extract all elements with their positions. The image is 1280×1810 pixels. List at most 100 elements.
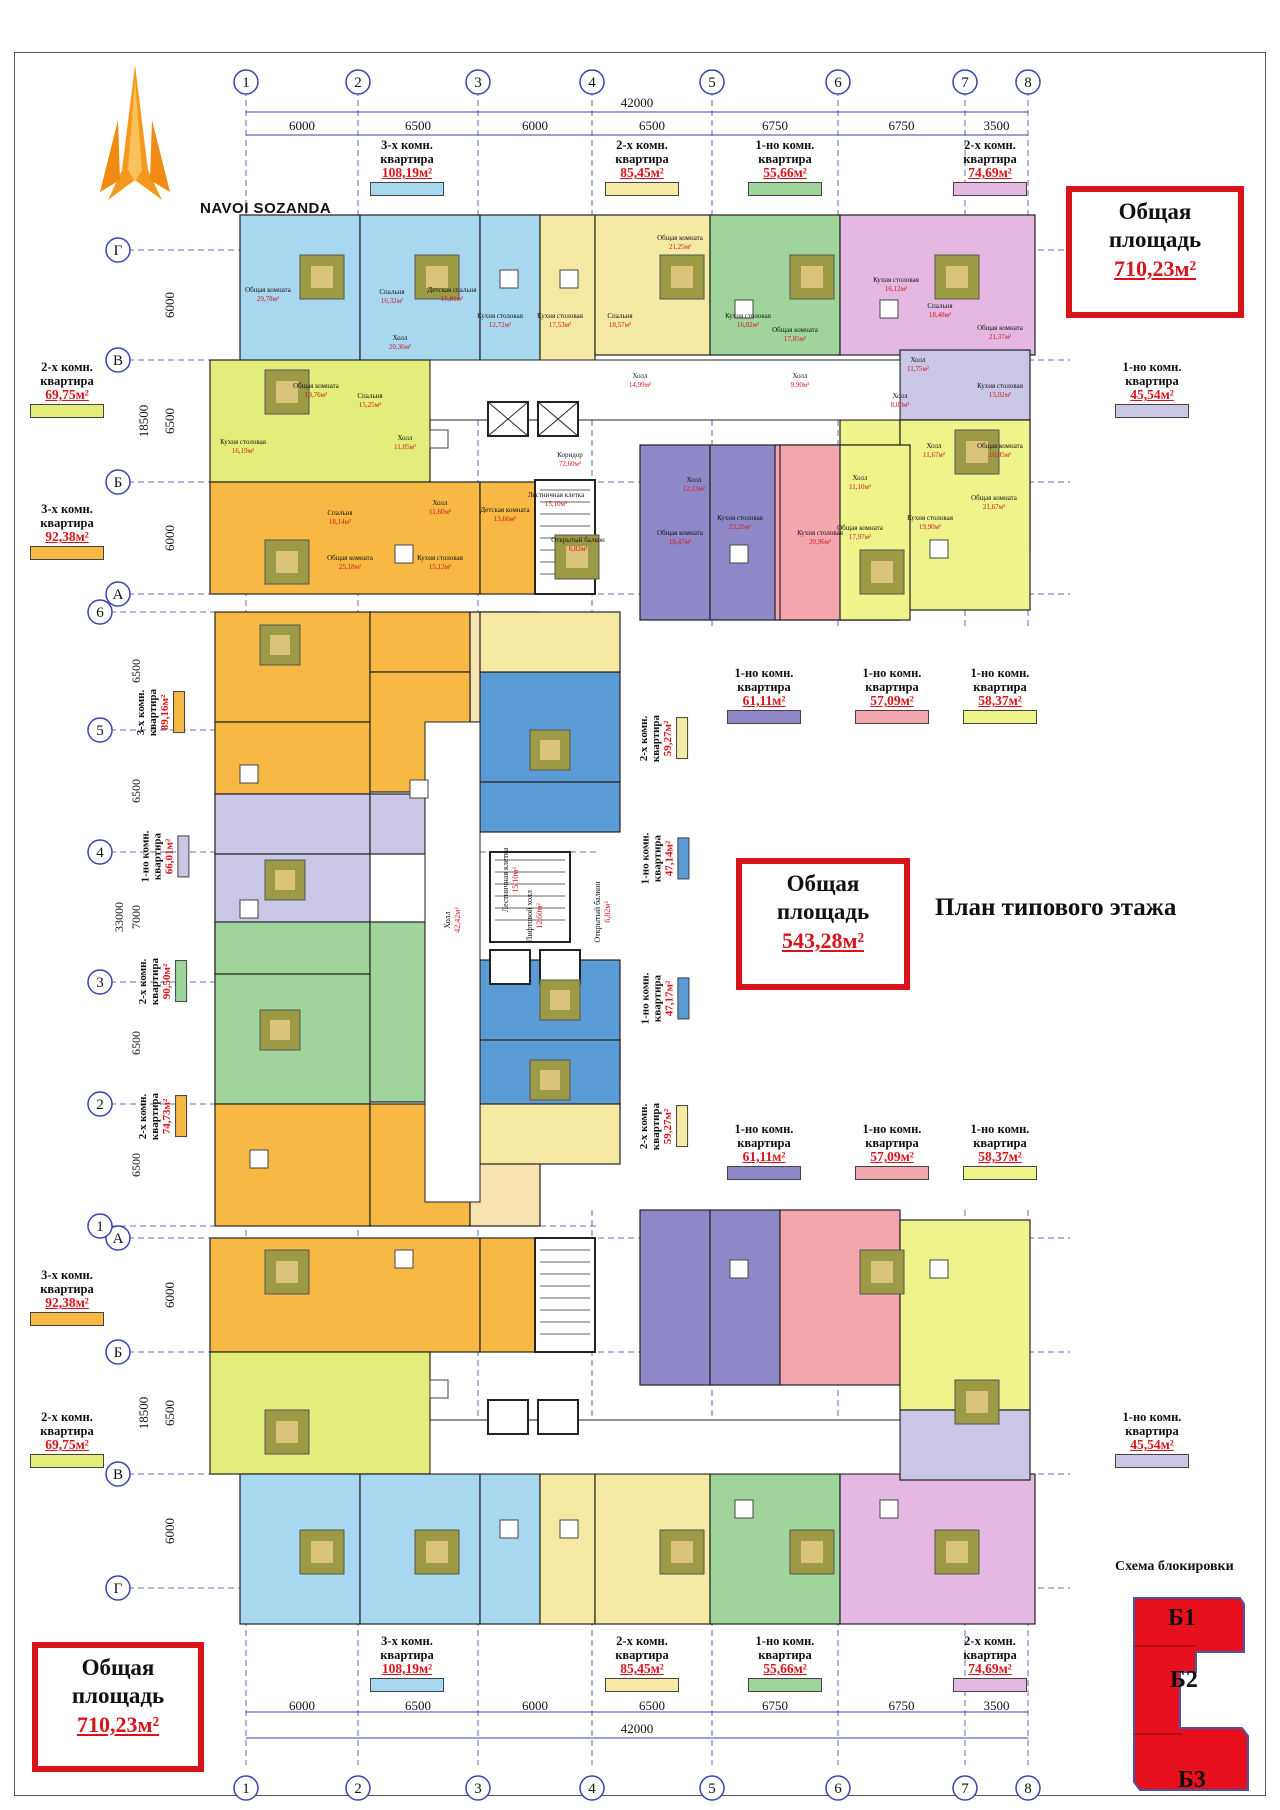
room-name: Общая комната xyxy=(657,529,704,537)
axis-bubble xyxy=(825,1775,851,1801)
apartment-color-swatch xyxy=(1115,404,1189,418)
total-label-line1: Общая xyxy=(1118,199,1192,224)
room-name: Общая комната xyxy=(245,286,292,294)
apartment-kind: квартира xyxy=(615,1648,669,1662)
apartment-type: 3-х комн. xyxy=(41,1268,93,1282)
table-icon xyxy=(394,544,414,564)
room-name: Открытый балкон xyxy=(551,536,605,544)
apartment-kind: квартира xyxy=(651,974,664,1023)
axis-bubble xyxy=(465,1775,491,1801)
apartment-area: 74,69м² xyxy=(968,165,1012,180)
total-area-top: Общая площадь 710,23м² xyxy=(1066,186,1244,318)
apartment-kind: квартира xyxy=(650,1102,663,1151)
apartment-kind: квартира xyxy=(151,832,164,881)
apartment-area: 74,73м² xyxy=(161,1098,174,1135)
room-name: Холл xyxy=(432,499,448,507)
room-name: Общая комната xyxy=(293,382,340,390)
room xyxy=(479,1237,536,1353)
room-name: Холл xyxy=(397,434,413,442)
apartment-area: 57,09м² xyxy=(870,693,914,708)
apartment-color-swatch xyxy=(748,1678,822,1692)
apartment-type: 1-но комн. xyxy=(970,666,1030,680)
room xyxy=(479,214,541,366)
blocking-scheme xyxy=(1133,1597,1249,1791)
room xyxy=(214,793,371,855)
apartment-area: 59,27м² xyxy=(662,1108,675,1145)
room xyxy=(639,1209,711,1386)
furniture-icon xyxy=(871,561,893,583)
axis-bubble-label: 7 xyxy=(961,1781,969,1797)
table-icon xyxy=(559,1519,579,1539)
table-icon xyxy=(249,1149,269,1169)
room-name: Спальня xyxy=(327,509,353,517)
apartment-area: 69,75м² xyxy=(45,387,89,402)
furniture-icon xyxy=(276,1261,298,1283)
room-name: Холл xyxy=(852,474,868,482)
axis-bubble-label: А xyxy=(113,587,124,603)
room-area: 21,25м² xyxy=(669,243,691,251)
room xyxy=(709,1209,781,1386)
apartment-type: 1-но комн. xyxy=(734,1122,794,1136)
axis-bubble xyxy=(952,1775,978,1801)
room xyxy=(539,214,596,366)
axis-bubble-label: 2 xyxy=(96,1097,104,1113)
room-area: 19,76м² xyxy=(305,391,327,399)
room xyxy=(539,1473,596,1625)
dimension-span: 6000 xyxy=(522,1698,548,1713)
room-area: 11,85м² xyxy=(394,443,416,451)
apartment-area: 90,50м² xyxy=(161,963,174,1000)
apartment-area: 108,19м² xyxy=(381,1661,433,1676)
lift xyxy=(489,949,531,985)
table-icon xyxy=(429,1379,449,1399)
dimension-span: 6000 xyxy=(162,292,177,318)
apartment-kind: квартира xyxy=(380,152,434,166)
furniture-icon xyxy=(859,549,905,595)
table-icon xyxy=(559,269,579,289)
apartment-kind: квартира xyxy=(149,1092,162,1141)
drawing-frame xyxy=(14,52,1266,1796)
apartment-kind: квартира xyxy=(40,1282,94,1296)
room-area: 42,42м² xyxy=(453,907,462,933)
lift xyxy=(487,401,529,437)
room-name: Кухня столовая xyxy=(477,312,524,320)
dimension-span: 6750 xyxy=(889,1698,915,1713)
apartment-area: 66,01м² xyxy=(163,838,176,875)
axis-bubble-label: 6 xyxy=(834,1781,842,1797)
room-area: 6,82м² xyxy=(603,901,612,923)
lift xyxy=(487,1399,529,1435)
axis-bubble-label: 7 xyxy=(961,75,969,91)
table-icon xyxy=(239,899,259,919)
furniture-icon xyxy=(426,266,448,288)
room-name: Детская комната xyxy=(480,506,530,514)
brand-name: NAVOI SOZANDA xyxy=(200,200,332,217)
axis-bubble xyxy=(87,599,113,625)
dimension-span: 6750 xyxy=(762,118,788,133)
furniture-icon xyxy=(550,990,570,1010)
room-area: 15,10м² xyxy=(545,500,567,508)
axis-bubble-label: Г xyxy=(114,243,123,259)
dimension-total: 18500 xyxy=(136,405,151,438)
axis-bubble xyxy=(105,237,131,263)
table-icon xyxy=(394,1249,414,1269)
logo-icon xyxy=(100,65,170,200)
room xyxy=(899,1219,1031,1411)
room-name: Общая комната xyxy=(657,234,704,242)
apartment-kind: квартира xyxy=(1125,1424,1179,1438)
axis-bubble xyxy=(105,1461,131,1487)
room-area: 21,37м² xyxy=(989,333,1011,341)
room-area: 9,90м² xyxy=(791,381,810,389)
apartment-type: 2-х комн. xyxy=(616,138,668,152)
apartment-kind: квартира xyxy=(650,714,663,763)
total-area-value: 710,23м² xyxy=(1113,256,1197,281)
apartment-area: 85,45м² xyxy=(620,165,664,180)
apartment-color-swatch xyxy=(30,404,104,418)
dimension-span: 6000 xyxy=(522,118,548,133)
room-area: 16,32м² xyxy=(381,297,403,305)
apartment-kind: квартира xyxy=(758,1648,812,1662)
room-area: 20,36м² xyxy=(389,343,411,351)
furniture-icon xyxy=(311,266,333,288)
